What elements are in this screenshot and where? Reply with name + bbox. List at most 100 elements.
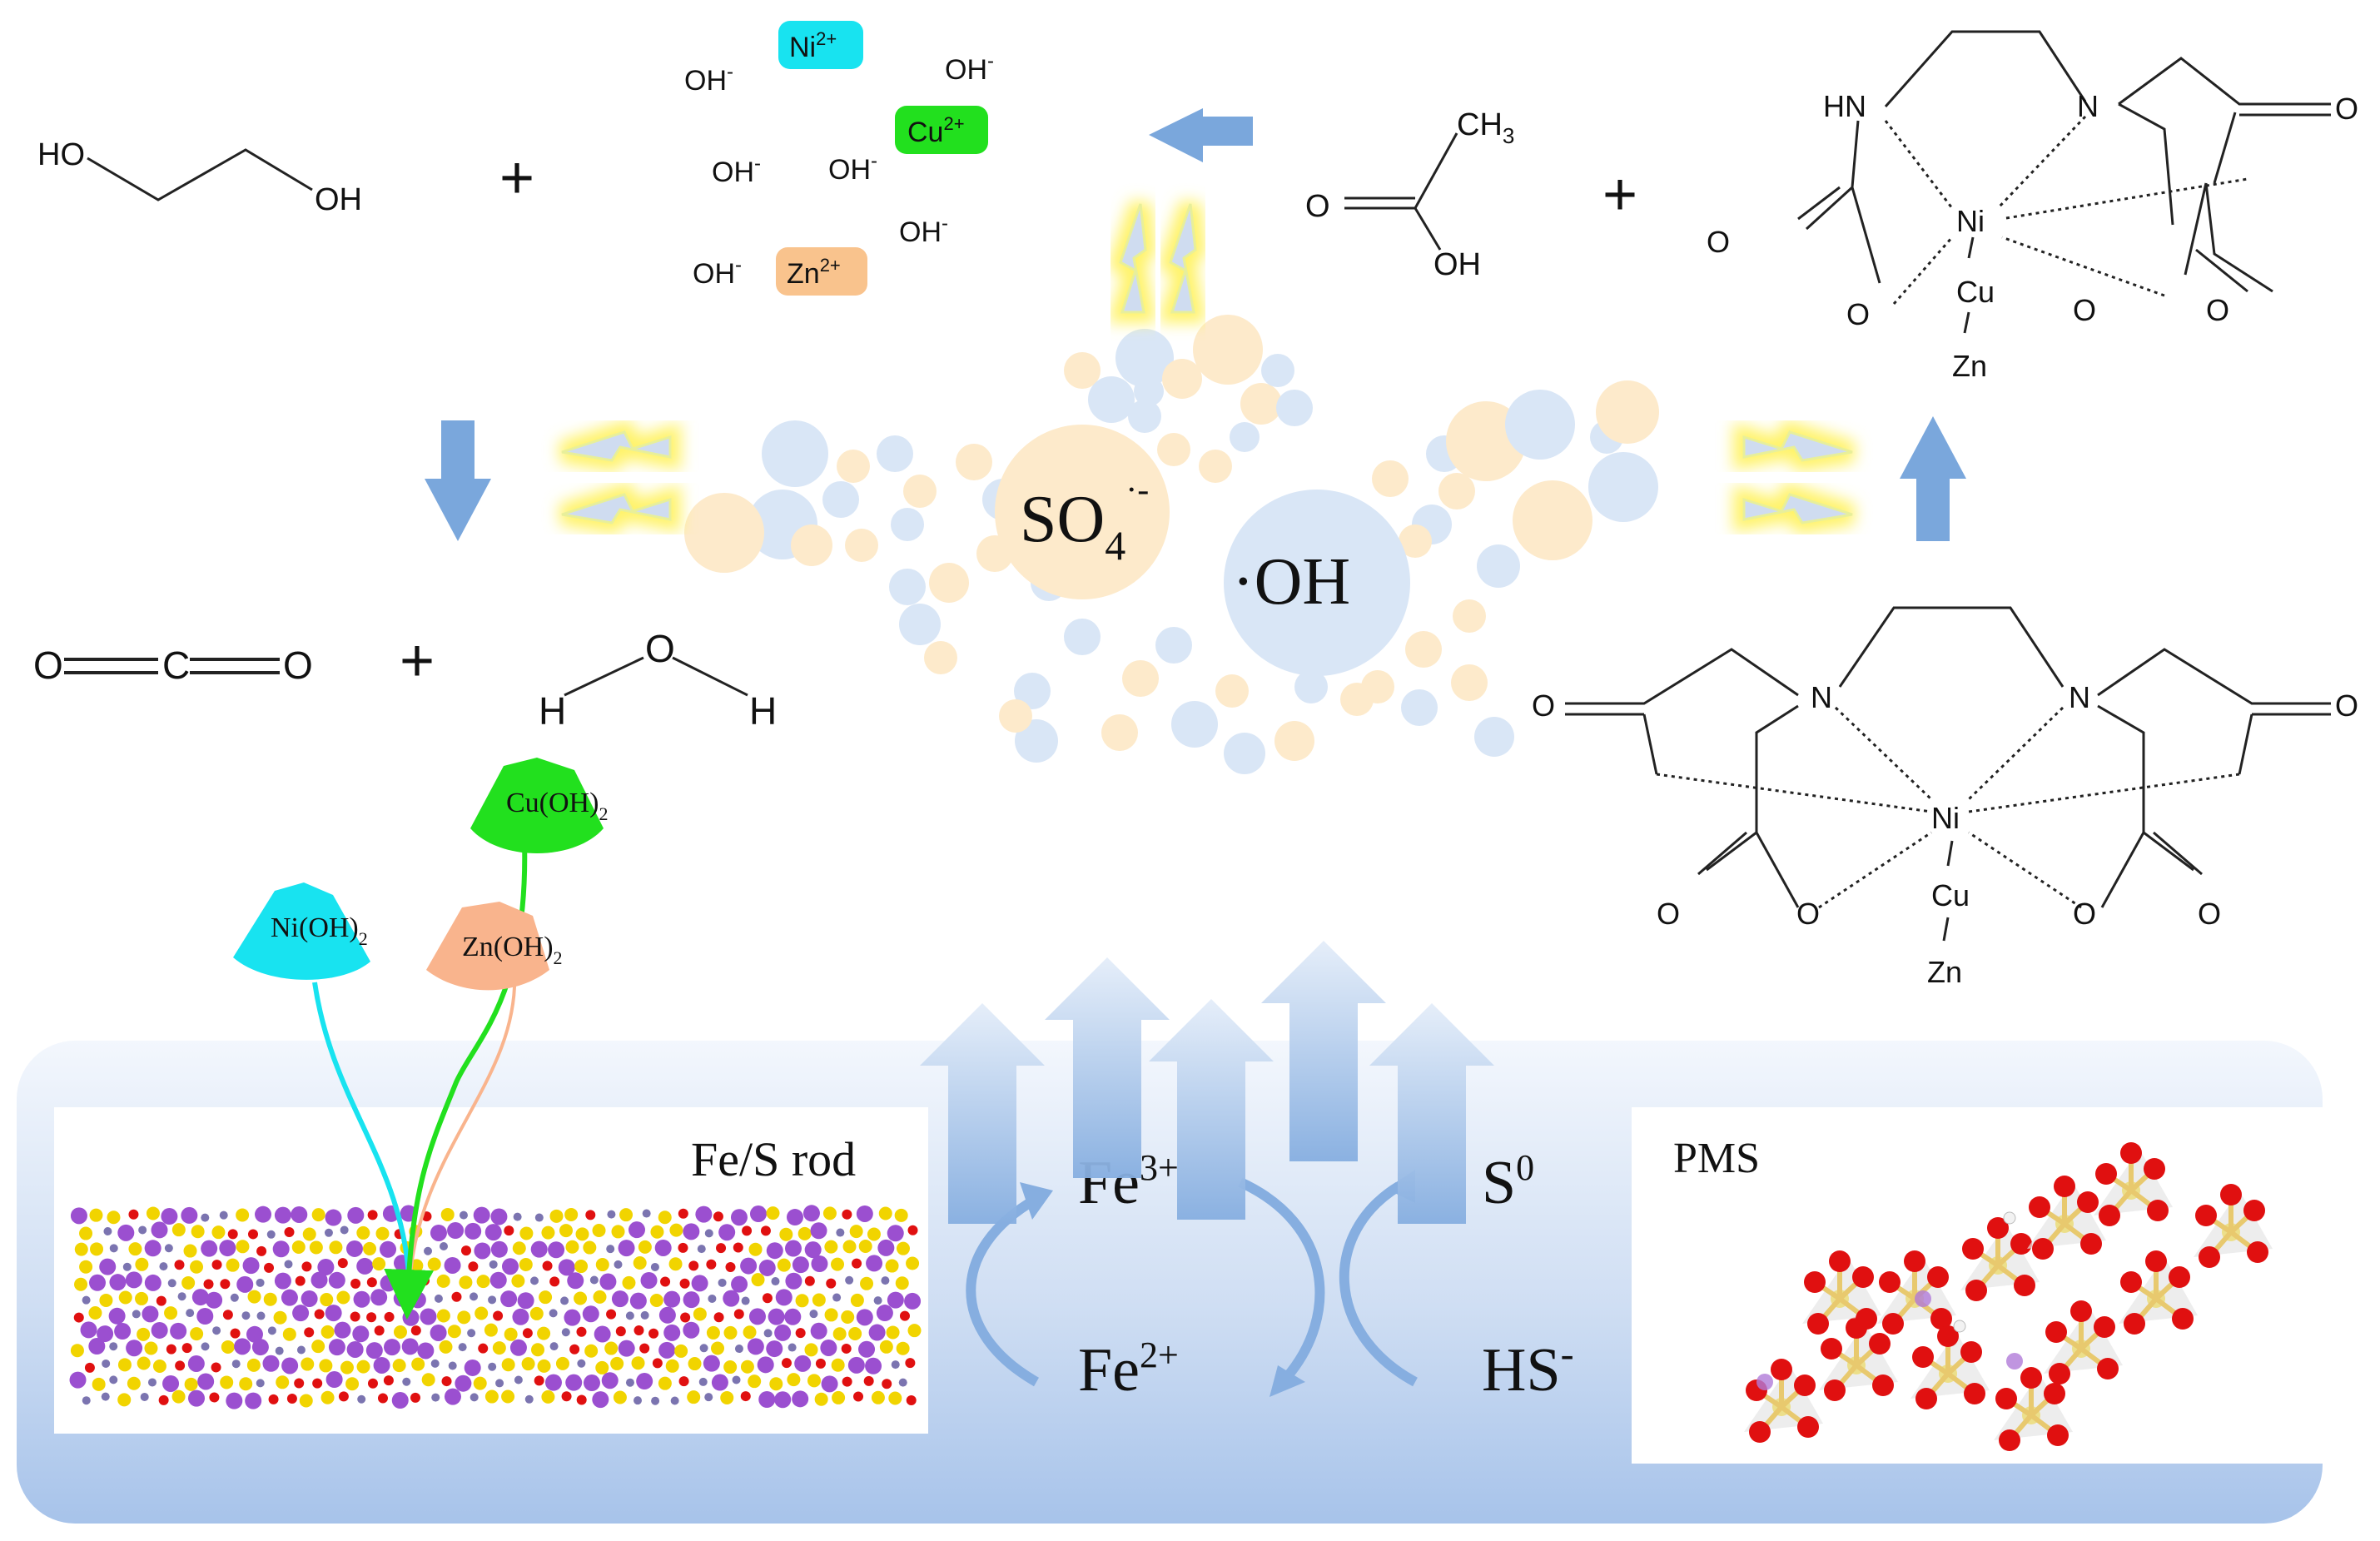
lattice-atom (501, 1389, 515, 1404)
cycle-arrow-mid-right (1339, 1181, 1418, 1387)
lattice-atom (824, 1240, 838, 1254)
radical-bubble (1128, 400, 1161, 433)
lattice-atom (906, 1256, 920, 1270)
pms-oxygen (1807, 1313, 1829, 1335)
lattice-atom (80, 1321, 97, 1339)
lattice-atom (583, 1240, 597, 1255)
lattice-atom (713, 1211, 723, 1222)
lattice-atom (683, 1321, 700, 1339)
pms-oxygen (1927, 1266, 1949, 1288)
lattice-atom (504, 1225, 514, 1236)
lattice-atom (849, 1225, 863, 1239)
h2o-h1: H (539, 689, 566, 733)
eg-ho-label: HO (37, 137, 85, 172)
lattice-atom (762, 1293, 773, 1304)
lattice-atom (301, 1261, 312, 1272)
lattice-atom (108, 1307, 126, 1325)
lattice-atom (831, 1257, 845, 1271)
lattice-atom (82, 1295, 91, 1305)
lattice-atom (221, 1340, 235, 1354)
zigzag-bolt (1119, 203, 1147, 314)
lattice-atom (558, 1259, 575, 1276)
lattice-atom (231, 1360, 241, 1369)
lattice-atom (144, 1274, 161, 1291)
lattice-atom (346, 1340, 364, 1358)
lattice-atom (295, 1275, 306, 1286)
pms-oxygen (2014, 1275, 2035, 1296)
lattice-atom (509, 1339, 527, 1356)
lattice-atom (90, 1242, 104, 1256)
lattice-atom (636, 1373, 653, 1390)
radical-bubble (1261, 354, 1294, 387)
lattice-atom (866, 1255, 883, 1272)
lattice-atom (164, 1306, 178, 1320)
lattice-atom (740, 1360, 754, 1374)
lattice-atom (324, 1228, 333, 1237)
radical-bubble (1157, 433, 1190, 466)
lattice-atom (758, 1390, 776, 1408)
lattice-atom (660, 1276, 671, 1287)
lattice-atom (530, 1276, 539, 1285)
lattice-atom (125, 1271, 142, 1289)
lattice-atom (103, 1227, 112, 1236)
radical-bubble (1274, 721, 1314, 761)
lattice-atom (236, 1240, 250, 1254)
lattice-atom (747, 1338, 764, 1355)
radical-bubble (822, 481, 859, 518)
hydroxide-3: OH- (712, 152, 761, 188)
lattice-atom (904, 1292, 922, 1310)
lattice-atom (734, 1345, 743, 1354)
lattice-atom (792, 1390, 809, 1408)
lattice-atom (804, 1343, 818, 1357)
lattice-atom (611, 1290, 629, 1308)
lattice-atom (748, 1242, 763, 1256)
lattice-atom (804, 1241, 822, 1259)
h2o-h2: H (749, 689, 777, 733)
lattice-atom (592, 1391, 609, 1409)
lattice-atom (380, 1240, 397, 1258)
lattice-atom (186, 1309, 195, 1318)
lattice-atom (263, 1292, 277, 1306)
pms-oxygen (2099, 1205, 2120, 1226)
pms-oxygen (1829, 1250, 1851, 1272)
lattice-atom (181, 1343, 192, 1354)
lattice-atom (595, 1360, 609, 1374)
complex-bottom-o2: O (2335, 688, 2358, 723)
lattice-atom (618, 1240, 635, 1257)
pms-box: PMS (1632, 1107, 2331, 1464)
lattice-atom (239, 1377, 253, 1391)
lattice-atom (625, 1311, 634, 1320)
lattice-atom (70, 1207, 87, 1225)
lattice-atom (774, 1324, 792, 1341)
up-arrow (1045, 957, 1170, 1178)
lattice-atom (606, 1245, 615, 1254)
lattice-atom (815, 1358, 826, 1369)
lattice-atom (196, 1308, 214, 1325)
lattice-atom (669, 1223, 683, 1237)
acetic-ch3-label: CH3 (1457, 107, 1514, 148)
lattice-atom (338, 1391, 349, 1402)
lattice-atom (140, 1392, 149, 1401)
lattice-atom (373, 1356, 390, 1374)
process-arrows (425, 108, 1966, 541)
radical-bubble (1162, 359, 1202, 399)
acetic-acid: CH3 O OH (1305, 107, 1514, 282)
pms-oxygen (2047, 1424, 2069, 1446)
lattice-atom (164, 1244, 173, 1253)
lattice-atom (226, 1392, 243, 1409)
lattice-atom (311, 1271, 328, 1289)
lattice-atom (539, 1290, 553, 1305)
lattice-atom (863, 1375, 874, 1386)
attack-zigzag (1733, 419, 1856, 473)
hydroxyl-radical-label: ·OH (1232, 545, 1350, 619)
lattice-atom (488, 1295, 497, 1305)
plus-sign-1: + (499, 145, 534, 211)
lattice-atom (668, 1257, 683, 1271)
arrow-left-top (1149, 108, 1207, 162)
lattice-atom (867, 1227, 881, 1241)
up-arrows-group (920, 941, 1494, 1224)
lattice-atom (455, 1374, 472, 1392)
hydroxide-2: OH- (945, 50, 994, 86)
lattice-atom (824, 1308, 838, 1322)
lattice-atom (820, 1339, 837, 1356)
